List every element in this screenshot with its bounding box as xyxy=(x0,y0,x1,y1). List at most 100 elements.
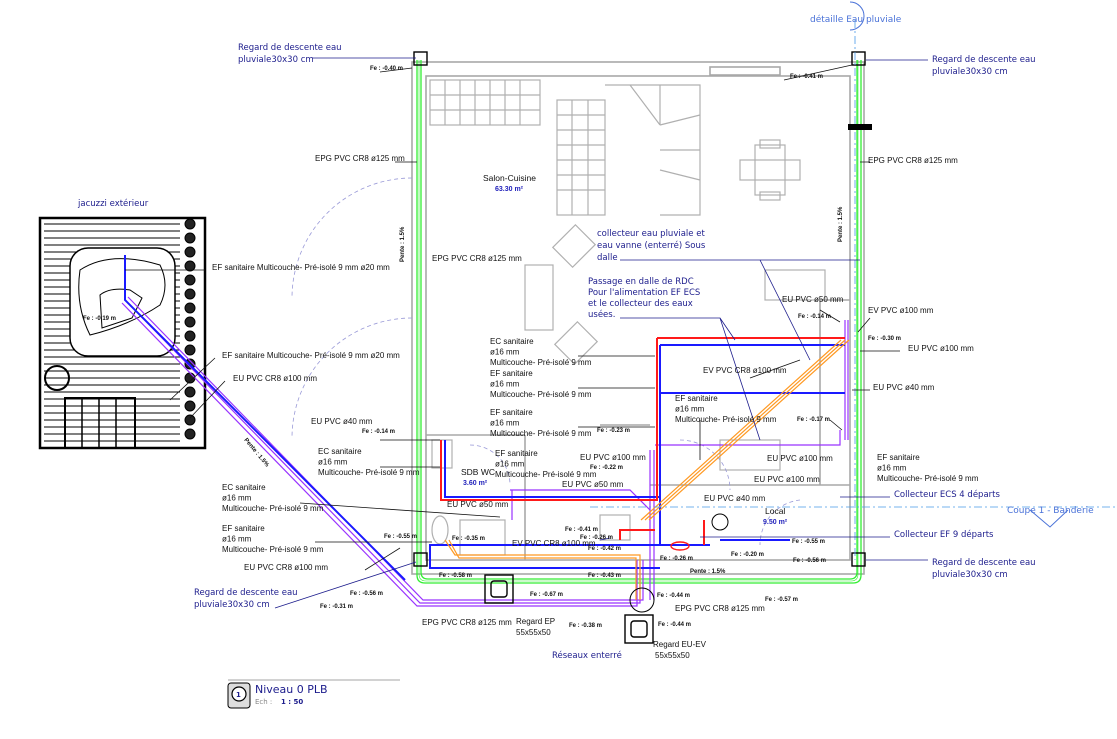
sanitary-pipe-diameter: ø16 mm xyxy=(490,348,520,357)
leader-lines xyxy=(125,57,928,609)
note-collecteur: dalle xyxy=(597,253,618,263)
sanitary-pipe-spec: Multicouche- Pré-isolé 9 mm xyxy=(877,474,979,483)
room-area: 9.50 m² xyxy=(763,519,788,526)
room-name: Salon-Cuisine xyxy=(483,173,536,183)
level-label: Fe : -0.22 m xyxy=(590,465,623,471)
sanitary-pipe-type: EC sanitaire xyxy=(318,447,362,456)
room-name: Local xyxy=(765,506,785,516)
level-label: Fe : -0.20 m xyxy=(731,552,764,558)
sanitary-pipe-type: EC sanitaire xyxy=(222,483,266,492)
pipe-label: EPG PVC CR8 ø125 mm xyxy=(432,254,522,263)
regard-eu-ev-label: Regard EU-EV xyxy=(653,640,707,649)
ec-hot-water-pipes xyxy=(440,337,845,545)
regard-eu-ev-size: 55x55x50 xyxy=(655,651,690,660)
ev-soil-pipes xyxy=(444,339,850,600)
level-label: Fe : -0.44 m xyxy=(657,593,690,599)
level-label: Fe : -0.38 m xyxy=(569,623,602,629)
level-label: Fe : -0.40 m xyxy=(370,66,403,72)
sanitary-pipe-type: EF sanitaire xyxy=(495,449,538,458)
level-label: Fe : -0.30 m xyxy=(868,336,901,342)
note-passage: usées. xyxy=(588,309,615,320)
detail-link: détaille Eau pluviale xyxy=(810,14,902,25)
pipe-label: EU PVC ø50 mm xyxy=(562,480,624,489)
pipe-label: EPG PVC CR8 ø125 mm xyxy=(422,618,512,627)
sanitary-pipe-type: EF sanitaire xyxy=(877,453,920,462)
room-area: 63.30 m² xyxy=(495,186,524,193)
level-label: Fe : -0.41 m xyxy=(565,527,598,533)
section-marker xyxy=(590,1,1117,560)
pipe-label: EU PVC CR8 ø100 mm xyxy=(233,374,317,383)
section-marker-label: Coupe 1 - Banderie xyxy=(1007,506,1094,516)
regard-descente-label: Regard de descente eau xyxy=(238,43,342,53)
level-label: Fe : -0.17 m xyxy=(797,417,830,423)
level-label: Fe : -0.31 m xyxy=(320,604,353,610)
note-collecteur: eau vanne (enterré) Sous xyxy=(597,240,706,251)
sanitary-pipe-diameter: ø16 mm xyxy=(490,419,520,428)
pipe-label: EU PVC ø50 mm xyxy=(782,295,844,304)
scale-label: Ech : xyxy=(255,698,272,706)
sanitary-pipe-spec: Multicouche- Pré-isolé 9 mm xyxy=(495,470,597,479)
pipe-label: EV PVC CR8 ø100 mm xyxy=(703,366,787,375)
pipe-label: EU PVC ø100 mm xyxy=(767,454,833,463)
level-label: Fe : -0.44 m xyxy=(658,622,691,628)
sanitary-pipe-type: EF sanitaire xyxy=(675,394,718,403)
sanitary-pipe-spec: Multicouche- Pré-isolé 9 mm xyxy=(490,390,592,399)
regard-descente-label: pluviale30x30 cm xyxy=(932,570,1008,580)
sanitary-pipe-diameter: ø16 mm xyxy=(222,535,252,544)
sanitary-pipe-type: EC sanitaire xyxy=(490,337,534,346)
slope-label: Pente : 1.5% xyxy=(690,569,726,575)
jacuzzi-label: jacuzzi extérieur xyxy=(77,198,149,209)
sanitary-pipe-spec: Multicouche- Pré-isolé 9 mm xyxy=(490,429,592,438)
level-label: Fe : -0.58 m xyxy=(439,573,472,579)
level-label: Fe : -0.55 m xyxy=(384,534,417,540)
furniture xyxy=(429,79,826,556)
pipe-label: EU PVC ø50 mm xyxy=(447,500,509,509)
level-label: Fe : -0.42 m xyxy=(588,546,621,552)
pipe-label: EPG PVC CR8 ø125 mm xyxy=(675,604,765,613)
pipe-label: EF sanitaire Multicouche- Pré-isolé 9 mm… xyxy=(222,351,400,360)
slope-label: Pente : 1.5% xyxy=(838,206,844,242)
jacuzzi-deck xyxy=(38,216,207,450)
sanitary-pipe-type: EF sanitaire xyxy=(490,408,533,417)
sanitary-pipe-diameter: ø16 mm xyxy=(675,405,705,414)
pipe-label: EU PVC ø100 mm xyxy=(580,453,646,462)
pipe-label: EU PVC ø100 mm xyxy=(754,475,820,484)
pipe-label: EU PVC ø100 mm xyxy=(908,344,974,353)
reseaux-label: Réseaux enterré xyxy=(552,650,622,661)
sanitary-pipe-diameter: ø16 mm xyxy=(222,494,252,503)
pipe-label: EU PVC ø40 mm xyxy=(704,494,766,503)
regard-descente-label: Regard de descente eau xyxy=(932,55,1036,65)
level-label: Fe : -0.55 m xyxy=(792,539,825,545)
pipe-label: EPG PVC CR8 ø125 mm xyxy=(868,156,958,165)
sanitary-pipe-spec: Multicouche- Pré-isolé 9 mm xyxy=(222,545,324,554)
level-label: Fe : -0.14 m xyxy=(798,314,831,320)
sanitary-pipe-spec: Multicouche- Pré-isolé 9 mm xyxy=(318,468,420,477)
regard-descente-label: pluviale30x30 cm xyxy=(932,67,1008,77)
level-label: Fe : -0.19 m xyxy=(83,316,116,322)
level-label: Fe : -0.23 m xyxy=(597,428,630,434)
view-number: 1 xyxy=(236,691,241,699)
room-name: SDB WC xyxy=(461,467,495,477)
regard-descente-label: pluviale30x30 cm xyxy=(194,600,270,610)
regard-descente-label: Regard de descente eau xyxy=(932,558,1036,568)
collecteur-ef-label: Collecteur EF 9 départs xyxy=(894,529,994,540)
note-passage: et le collecteur des eaux xyxy=(588,299,693,309)
level-label: Fe : -0.56 m xyxy=(350,591,383,597)
sanitary-pipe-spec: Multicouche- Pré-isolé 9 mm xyxy=(675,415,777,424)
level-label: Fe : -0.57 m xyxy=(765,597,798,603)
note-passage: Pour l'alimentation EF ECS xyxy=(588,288,700,298)
level-label: Fe : -0.56 m xyxy=(793,558,826,564)
note-collecteur: collecteur eau pluviale et xyxy=(597,229,705,239)
scale-value: 1 : 50 xyxy=(281,698,303,706)
level-label: Fe : -0.26 m xyxy=(580,535,613,541)
sanitary-pipe-type: EF sanitaire xyxy=(222,524,265,533)
level-label: Fe : -0.41 m xyxy=(790,74,823,80)
level-label: Fe : -0.43 m xyxy=(588,573,621,579)
sanitary-pipe-diameter: ø16 mm xyxy=(318,458,348,467)
note-passage: Passage en dalle de RDC xyxy=(588,277,694,287)
epg-rainwater-pipes xyxy=(416,60,862,584)
collecteur-ecs-label: Collecteur ECS 4 départs xyxy=(894,489,1000,500)
level-label: Fe : -0.14 m xyxy=(362,429,395,435)
